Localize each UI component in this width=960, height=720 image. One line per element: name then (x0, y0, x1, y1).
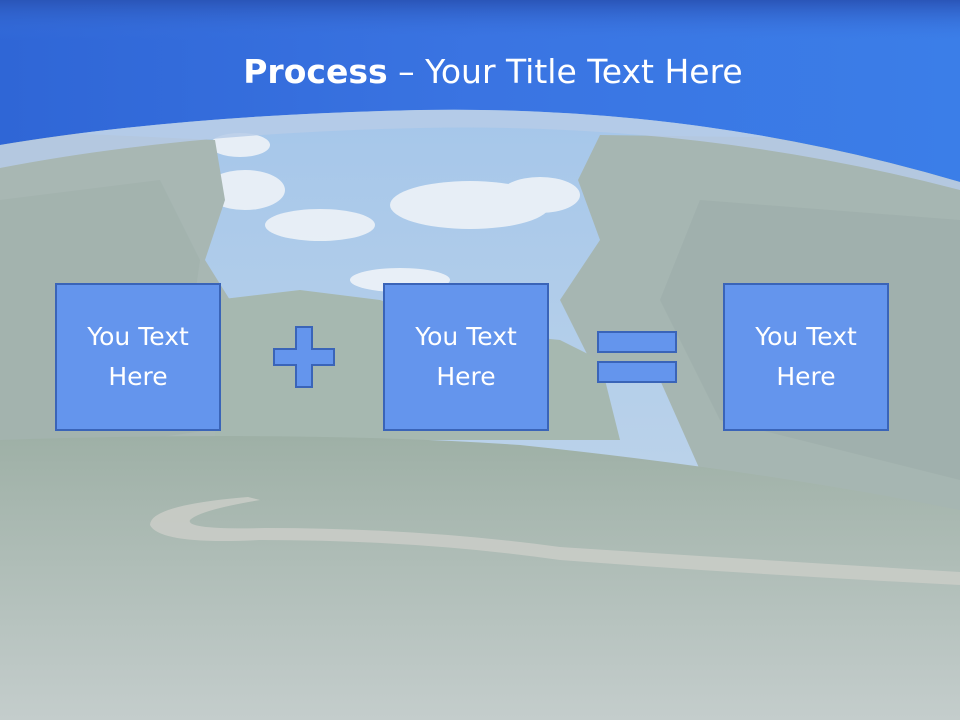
title-dash: – (387, 52, 426, 91)
equals-icon (597, 331, 677, 383)
process-box-1-label: You Text Here (87, 322, 189, 391)
plus-icon (273, 326, 335, 388)
process-box-3[interactable]: You Text Here (723, 283, 889, 431)
process-box-3-label: You Text Here (755, 322, 857, 391)
process-box-2[interactable]: You Text Here (383, 283, 549, 431)
process-box-2-label: You Text Here (415, 322, 517, 391)
title-bold: Process (243, 52, 388, 91)
title-rest: Your Title Text Here (425, 52, 743, 91)
slide-title: Process – Your Title Text Here (0, 52, 960, 91)
process-box-1[interactable]: You Text Here (55, 283, 221, 431)
